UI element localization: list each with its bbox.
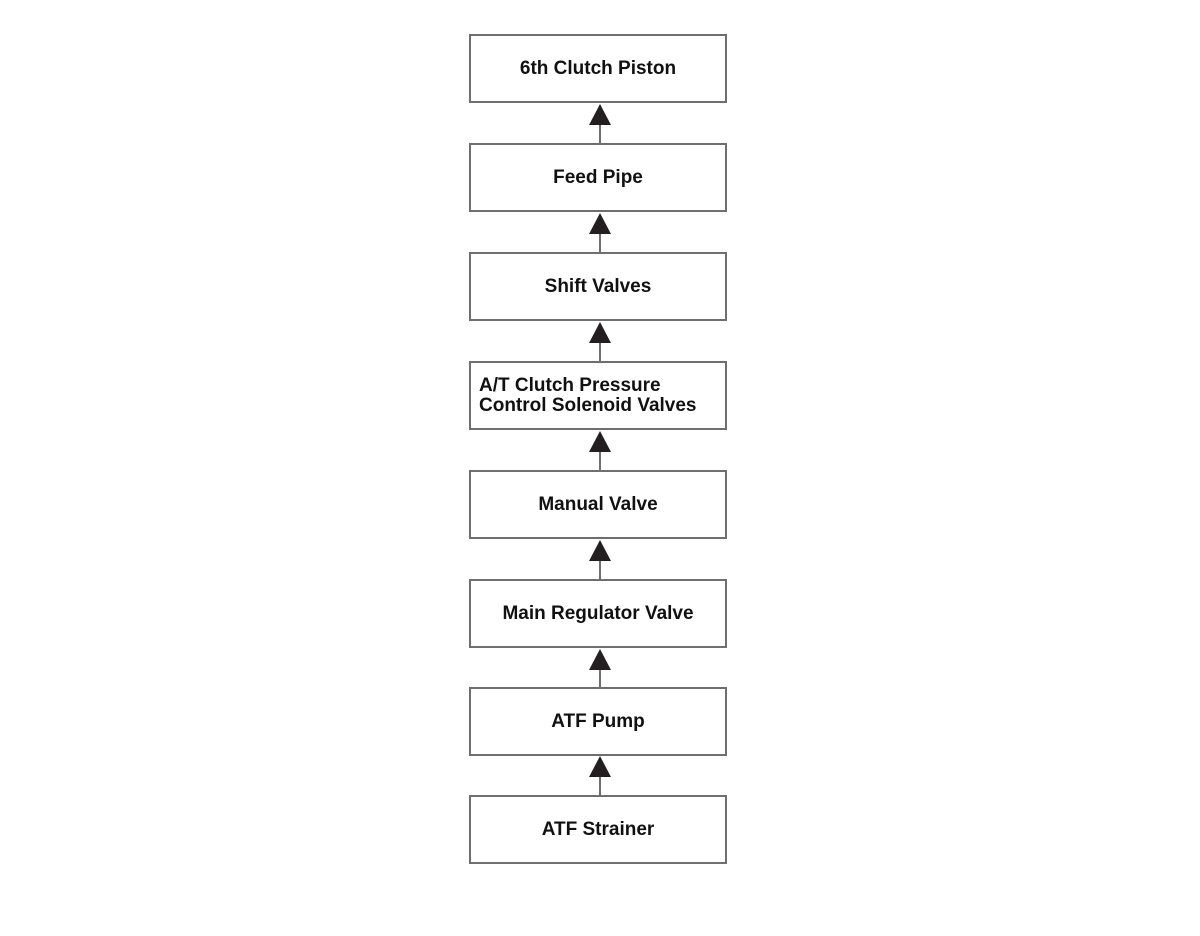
node-label: Main Regulator Valve [502,602,694,624]
arrow-shift-valves-to-feed-pipe [588,212,612,252]
arrow-manual-valve-to-solenoid [588,430,612,470]
node-label: 6th Clutch Piston [519,57,677,79]
node-atf-pump: ATF Pump [469,687,727,756]
node-manual-valve: Manual Valve [469,470,727,539]
node-atf-strainer: ATF Strainer [469,795,727,864]
node-label: ATF Pump [551,710,645,732]
node-label: Feed Pipe [553,166,643,188]
node-label: ATF Strainer [541,818,655,840]
node-label: Shift Valves [544,275,652,297]
arrow-solenoid-to-shift-valves [588,321,612,361]
arrow-feed-pipe-to-clutch-piston [588,103,612,143]
arrow-atf-pump-to-main-regulator [588,648,612,688]
arrow-main-regulator-to-manual-valve [588,539,612,579]
node-label: Manual Valve [538,493,658,515]
node-6th-clutch-piston: 6th Clutch Piston [469,34,727,103]
node-at-clutch-pressure-control-solenoid-valves: A/T Clutch Pressure Control Solenoid Val… [469,361,727,430]
node-main-regulator-valve: Main Regulator Valve [469,579,727,648]
node-shift-valves: Shift Valves [469,252,727,321]
node-feed-pipe: Feed Pipe [469,143,727,212]
node-label: A/T Clutch Pressure Control Solenoid Val… [479,374,697,416]
arrow-atf-strainer-to-atf-pump [588,755,612,795]
